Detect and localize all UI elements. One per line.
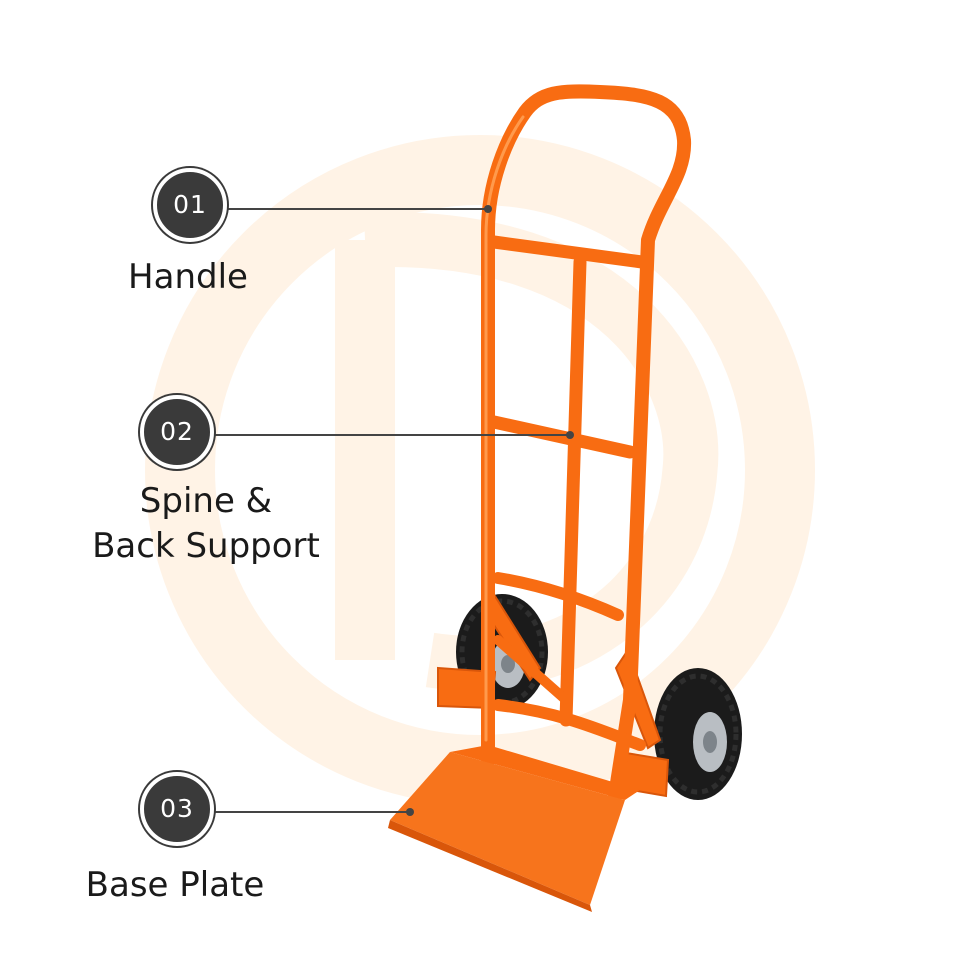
leader-dots bbox=[406, 205, 574, 816]
leader-lines bbox=[210, 208, 570, 813]
callout-label-spine-line1: Spine & bbox=[139, 481, 273, 521]
callout-badge-02: 02 bbox=[140, 395, 214, 469]
callout-badge-03: 03 bbox=[140, 772, 214, 846]
frame bbox=[481, 84, 692, 822]
callout-badge-01: 01 bbox=[153, 168, 227, 242]
callout-label-handle: Handle bbox=[128, 257, 248, 297]
callout-label-base-plate: Base Plate bbox=[85, 865, 265, 905]
callout-label-spine-line2: Back Support bbox=[92, 526, 320, 566]
base-plate bbox=[388, 745, 640, 912]
right-wheel bbox=[654, 668, 742, 800]
